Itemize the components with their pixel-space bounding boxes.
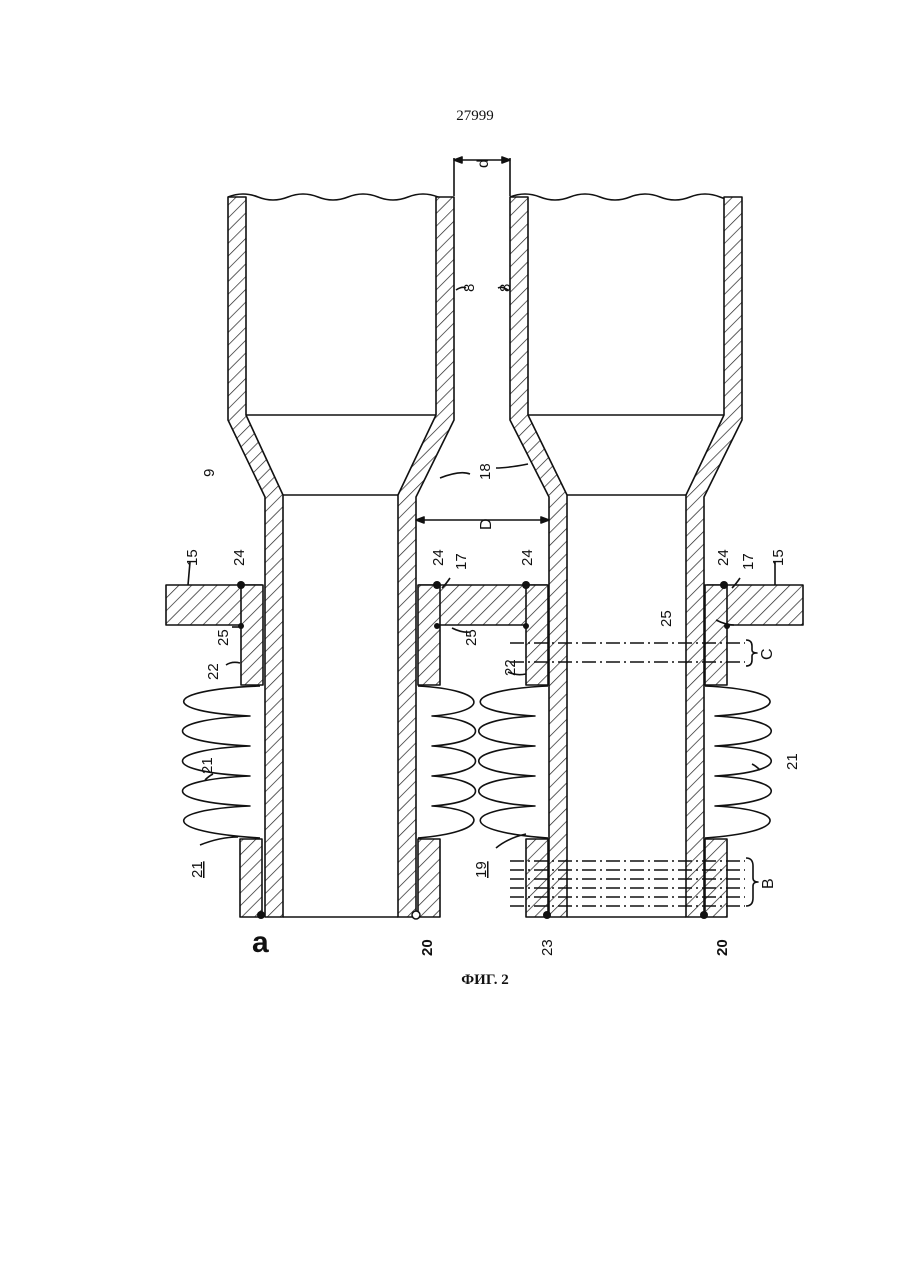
label-20-left: 20 [419,939,436,956]
label-d: d [475,159,492,168]
label-20-right: 20 [714,939,731,956]
label-22-middle: 22 [502,659,519,676]
label-25-middle: 25 [463,629,480,646]
label-B: B [760,878,777,889]
bellows-3 [479,686,548,838]
label-8b: 8 [497,284,514,292]
weld-23 [543,911,551,919]
label-17-left: 17 [453,553,470,570]
label-25-right: 25 [658,610,675,627]
break-line-left [228,194,453,200]
weld-24-1 [237,581,245,589]
weld-25-1 [238,623,244,629]
weld-25-2 [434,623,440,629]
label-15-right: 15 [770,549,787,566]
weld-24-2 [433,581,441,589]
label-24-3: 24 [519,549,536,566]
brace-B [746,858,758,906]
label-9: 9 [201,469,218,477]
sleeve-lower-2 [418,839,440,917]
sleeve-upper-1 [241,585,263,685]
label-15-left: 15 [184,549,201,566]
weld-25-3 [523,623,529,629]
leader-18b [496,464,528,468]
label-a: a [252,926,269,959]
weld-25-4 [724,623,730,629]
weld-a [257,911,265,919]
label-23: 23 [539,939,556,956]
label-21-bottom: 21 [189,861,206,878]
bellows-2 [418,686,476,838]
label-21-right: 21 [784,753,801,770]
weld-24-4 [720,581,728,589]
bellows-4 [705,686,771,838]
label-21-left: 21 [199,757,216,774]
label-22-left: 22 [205,663,222,680]
sleeve-upper-2 [418,585,440,685]
bellows-1 [183,686,261,838]
weld-20-right [700,911,708,919]
label-24-4: 24 [715,549,732,566]
leader-18a [440,473,470,478]
label-19: 19 [473,861,490,878]
label-24-2: 24 [430,549,447,566]
label-18: 18 [477,463,494,480]
label-D: D [478,518,495,530]
weld-20-left [412,911,420,919]
leader-22a [226,662,240,665]
right-tube-outer-wall [686,197,742,917]
label-8a: 8 [461,284,478,292]
label-24-1: 24 [231,549,248,566]
break-line-right [510,194,735,200]
sleeve-upper-4 [705,585,727,685]
figure-caption: ФИГ. 2 [0,972,900,989]
label-17-right: 17 [740,553,757,570]
sleeve-upper-3 [526,585,548,685]
brace-C [746,640,757,666]
label-C: C [759,648,776,660]
weld-24-3 [522,581,530,589]
leader-21c [200,837,238,845]
leader-21b [752,764,760,770]
label-25-left: 25 [215,629,232,646]
sleeve-lower-1 [240,839,262,917]
